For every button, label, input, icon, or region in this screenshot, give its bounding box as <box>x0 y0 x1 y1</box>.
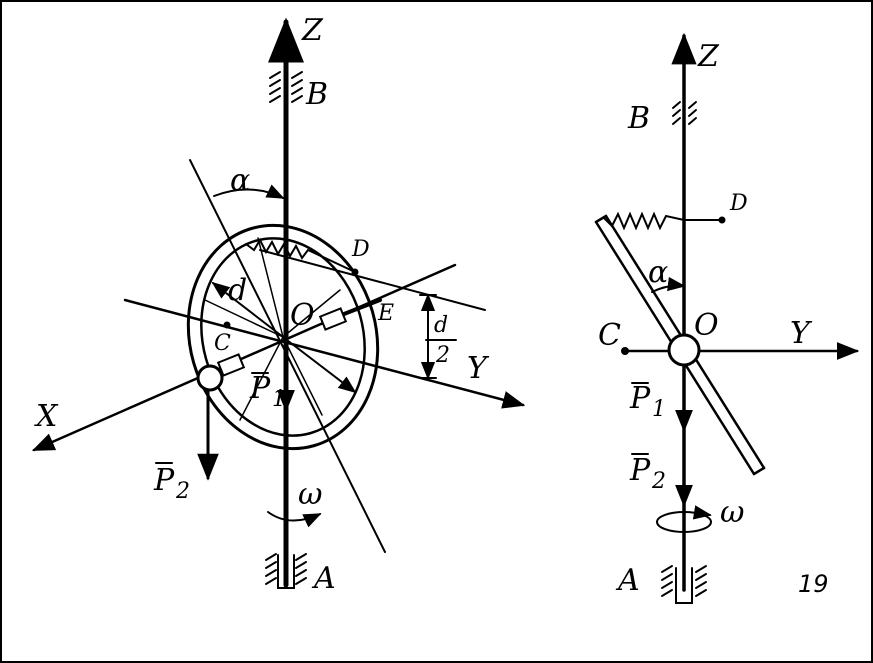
right-omega-ellipse <box>656 511 712 533</box>
right-label-p2-sub: 2 <box>651 469 666 494</box>
left-alpha-arc <box>213 184 285 199</box>
figure-number: 19 <box>798 570 829 598</box>
left-e-rod <box>342 298 382 316</box>
left-x-axis <box>31 263 457 452</box>
left-point-d <box>351 268 359 276</box>
left-label-p2: P <box>153 463 175 498</box>
right-alpha-arc <box>651 276 686 293</box>
left-label-p1: P <box>249 371 271 406</box>
right-label-o: O <box>694 308 719 343</box>
left-label-half-num: d <box>434 313 448 338</box>
left-spoke-4 <box>239 336 284 421</box>
left-bearing-b <box>269 71 303 103</box>
left-radius-d <box>211 281 284 338</box>
right-label-d: D <box>729 191 748 216</box>
left-label-dsym: d <box>228 273 247 308</box>
left-label-half-den: 2 <box>435 343 450 368</box>
right-bearing-b <box>672 101 697 125</box>
left-label-omega: ω <box>298 477 322 512</box>
left-e-cylinder <box>318 307 348 331</box>
right-label-omega: ω <box>720 495 744 530</box>
left-label-p2-sub: 2 <box>175 479 190 504</box>
left-point-c <box>223 321 231 329</box>
left-spoke-5 <box>282 336 323 416</box>
left-ring-inner <box>200 237 366 437</box>
right-label-p1-sub: 1 <box>652 397 666 422</box>
right-label-alpha: α <box>648 255 668 290</box>
right-omega-arrow <box>692 505 712 520</box>
right-label-c: C <box>598 318 621 353</box>
left-d-line <box>259 249 486 311</box>
right-label-a: A <box>615 563 640 598</box>
left-label-alpha: α <box>230 163 250 198</box>
left-radius-arrow <box>282 336 357 394</box>
left-half-d-dimension <box>419 293 457 380</box>
right-label-y: Y <box>790 316 813 351</box>
right-label-b: B <box>627 101 650 136</box>
left-label-x: X <box>34 399 59 434</box>
right-spring <box>603 211 723 231</box>
right-label-z: Z <box>697 39 720 74</box>
left-label-d: D <box>351 237 370 262</box>
right-point-d <box>718 216 726 224</box>
left-ring-diameter <box>189 159 386 553</box>
left-p2-ball <box>196 364 224 392</box>
left-ring-outer <box>186 223 380 451</box>
left-spoke-3 <box>282 289 341 338</box>
right-point-c <box>621 347 629 355</box>
left-label-p1-sub: 1 <box>272 387 286 412</box>
left-label-o: O <box>290 298 315 333</box>
left-spoke-2 <box>257 237 284 338</box>
left-bearing-a <box>265 553 307 589</box>
left-label-a: A <box>311 561 336 596</box>
left-label-c: C <box>214 331 231 356</box>
left-label-y: Y <box>467 351 490 386</box>
left-label-b: B <box>305 77 328 112</box>
left-label-e: E <box>377 301 394 326</box>
right-label-p2: P <box>629 453 651 488</box>
left-label-z: Z <box>301 13 324 48</box>
left-spoke-1 <box>204 299 284 338</box>
left-y-axis <box>123 298 526 409</box>
left-p2-rod <box>216 353 246 377</box>
right-label-p1: P <box>629 381 651 416</box>
left-figure: Z B A O D E C X Y α d d 2 P 1 P 2 ω <box>31 13 526 596</box>
right-bearing-a <box>661 565 707 604</box>
left-spring <box>245 237 356 273</box>
left-omega-arc <box>267 511 322 528</box>
right-figure: Z B A O D C Y α P 1 P 2 ω 19 <box>594 32 860 604</box>
